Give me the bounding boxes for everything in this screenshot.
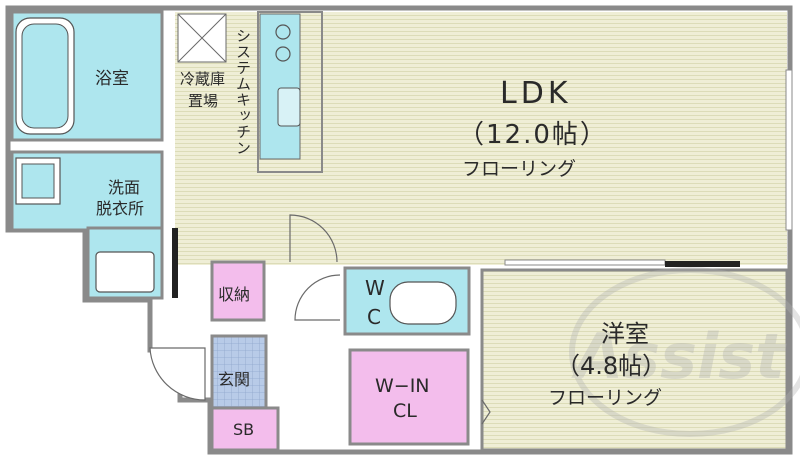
bathtub-inner <box>21 23 69 129</box>
label-fridge-line2: 置場 <box>188 92 219 110</box>
washing-machine-inner <box>21 163 55 199</box>
label-western-floor: フローリング <box>548 387 663 409</box>
label-bath: 浴室 <box>95 69 129 89</box>
storage-closet <box>210 260 266 322</box>
door-swing-entrance <box>149 347 206 401</box>
label-walkin-line2: CL <box>393 400 417 422</box>
window-right <box>785 69 793 231</box>
door-swing-hall <box>294 274 341 321</box>
label-ldk-floor: フローリング <box>462 158 577 180</box>
stove-burner-icon <box>275 46 291 62</box>
label-washroom-line2: 脱衣所 <box>96 199 145 218</box>
western-room-floor <box>480 268 789 452</box>
western-room-door <box>481 399 491 425</box>
vanity-sink <box>95 251 155 293</box>
label-fridge-line1: 冷蔵庫 <box>180 70 226 88</box>
label-washroom-line1: 洗面 <box>108 178 141 197</box>
label-storage: 収納 <box>218 285 251 304</box>
label-entrance: 玄関 <box>218 370 251 389</box>
shoe-box <box>210 406 280 452</box>
label-western-name: 洋室 <box>601 320 649 348</box>
walkin-closet <box>348 348 470 446</box>
sink-basin <box>277 87 301 127</box>
kitchen-sink-unit <box>259 13 301 160</box>
svg-text:Assist: Assist <box>570 320 787 393</box>
label-wc-line2: C <box>367 305 381 329</box>
label-walkin-line1: W−IN <box>375 375 430 397</box>
fridge-cross <box>177 13 227 63</box>
wall-accent <box>665 261 740 267</box>
label-wc-line1: W <box>365 276 385 300</box>
label-western-size: （4.8帖） <box>556 352 667 380</box>
label-ldk-size: （12.0帖） <box>458 120 608 150</box>
label-ldk-name: LDK <box>500 76 572 111</box>
watermark-logo: Assist <box>569 267 800 437</box>
sliding-partition <box>504 259 666 266</box>
wall-accent <box>172 228 178 298</box>
stove-burner-icon <box>275 24 291 40</box>
label-kitchen: システムキッチン <box>234 28 252 156</box>
door-swing-ldk <box>289 214 338 263</box>
toilet-icon <box>389 281 457 325</box>
label-shoe-box: SB <box>233 420 255 439</box>
